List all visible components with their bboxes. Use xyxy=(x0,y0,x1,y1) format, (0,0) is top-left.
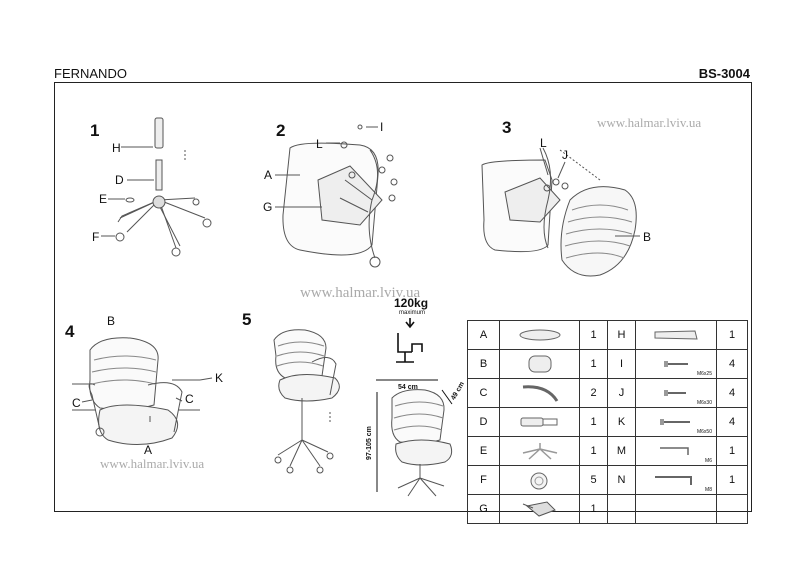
callout-h: H xyxy=(112,141,121,155)
dimension-height: 97-105 cm xyxy=(366,426,373,460)
step-number-4: 4 xyxy=(65,322,75,341)
part-b-picture xyxy=(499,349,580,379)
part-e-picture xyxy=(499,436,580,466)
table-row: C 2 J M6x30 4 xyxy=(467,378,748,408)
step2-drawing xyxy=(275,124,398,268)
step1-drawing xyxy=(101,117,212,257)
callout-k: K xyxy=(215,371,224,385)
instruction-frame xyxy=(54,82,752,512)
table-row: B 1 I M6x25 4 xyxy=(467,349,748,379)
step-number-2: 2 xyxy=(276,121,286,140)
step-number-3: 3 xyxy=(502,118,512,137)
table-row: E 1 M M6 1 xyxy=(467,436,748,466)
model-code: BS-3004 xyxy=(698,66,750,81)
callout-b: B xyxy=(643,230,652,244)
part-m-picture: M6 xyxy=(635,436,717,466)
watermark-top: www.halmar.lviv.ua xyxy=(597,115,702,130)
callout-l: L xyxy=(316,137,323,151)
callout-d: D xyxy=(115,173,124,187)
step4-drawing xyxy=(72,337,213,446)
step-number-1: 1 xyxy=(90,121,100,140)
max-load-value: 120kg xyxy=(394,296,429,310)
watermark-bottom: www.halmar.lviv.ua xyxy=(100,456,205,471)
part-c-picture xyxy=(499,378,580,408)
watermark-middle: www.halmar.lviv.ua xyxy=(300,285,421,301)
callout-e: E xyxy=(99,192,108,206)
part-d-picture xyxy=(499,407,580,437)
part-i-picture: M6x25 xyxy=(635,349,717,379)
dimension-width: 54 cm xyxy=(398,384,418,391)
callout-i: I xyxy=(380,120,384,134)
callout-a: A xyxy=(264,168,273,182)
dimension-drawing xyxy=(376,379,453,497)
part-a-picture xyxy=(499,320,580,350)
parts-table: A 1 H 1 B 1 I M6x25 4 C 2 J M6x30 4 D 1 … xyxy=(467,320,748,524)
part-g-picture xyxy=(499,494,580,524)
part-n-picture: M8 xyxy=(635,465,717,495)
step5-drawing xyxy=(273,329,340,474)
callout-f: F xyxy=(92,230,100,244)
step-number-5: 5 xyxy=(242,310,252,329)
model-name: FERNANDO xyxy=(54,66,127,81)
callout-c-right: C xyxy=(185,392,194,406)
callout-b-4: B xyxy=(107,314,116,328)
max-load-icon xyxy=(396,318,423,363)
table-row: A 1 H 1 xyxy=(467,320,748,350)
part-j-picture: M6x30 xyxy=(635,378,717,408)
step3-drawing xyxy=(481,147,640,277)
callout-c-left: C xyxy=(72,396,81,410)
part-h-picture xyxy=(635,320,717,350)
table-row: G 1 xyxy=(467,494,748,524)
table-row: D 1 K M6x50 4 xyxy=(467,407,748,437)
part-k-picture: M6x50 xyxy=(635,407,717,437)
max-load-label: maximum xyxy=(399,310,426,316)
callout-a-4: A xyxy=(144,443,153,457)
callout-l-3: L xyxy=(540,136,547,150)
callout-j: J xyxy=(562,148,568,162)
table-row: F 5 N M8 1 xyxy=(467,465,748,495)
callout-g: G xyxy=(263,200,273,214)
part-f-picture xyxy=(499,465,580,495)
